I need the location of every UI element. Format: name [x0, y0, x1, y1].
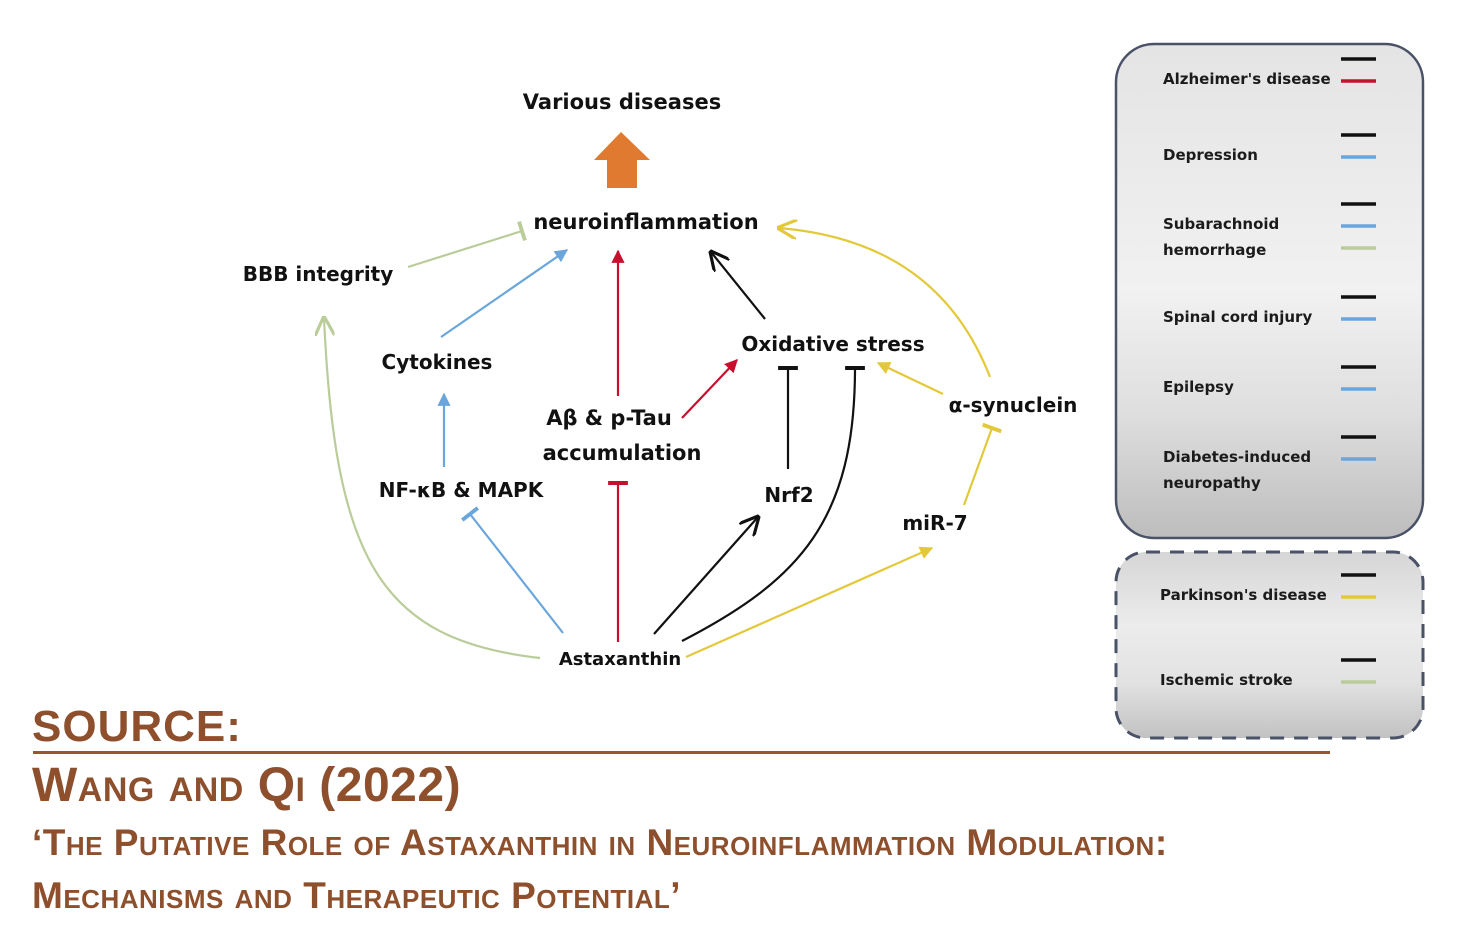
legend-label: Ischemic stroke [1160, 671, 1293, 689]
node-nrf2: Nrf2 [764, 483, 813, 507]
node-cytokines: Cytokines [382, 350, 493, 374]
edge-astaxanthin-nrf2 [653, 517, 758, 635]
legend-label: neuropathy [1163, 474, 1261, 492]
edge-astaxanthin-nfkb [460, 506, 564, 634]
legend-entry: Parkinson's disease [1160, 573, 1376, 604]
legend-label: Parkinson's disease [1160, 586, 1327, 604]
edge-oxidative-neuroinflammation [711, 252, 766, 320]
source-title-line-1: ‘The Putative Role of Astaxanthin in Neu… [32, 822, 1168, 863]
edge-mir7-synuclein [962, 422, 1002, 506]
edges [324, 220, 1002, 660]
legend-label: Diabetes-induced [1163, 448, 1311, 466]
source-heading: SOURCE: [32, 702, 242, 751]
node-astaxanthin: Astaxanthin [559, 649, 681, 670]
edge-bbb-neuroinflammation [407, 220, 527, 269]
node-bbb-integrity: BBB integrity [243, 262, 394, 286]
source-divider [33, 751, 1330, 754]
legend-entry: Subarachnoid hemorrhage [1163, 202, 1376, 259]
legend-label: hemorrhage [1163, 241, 1266, 259]
node-alpha-synuclein: α-synuclein [949, 393, 1078, 417]
legend-label: Alzheimer's disease [1163, 70, 1331, 88]
legend-label: Subarachnoid [1163, 215, 1279, 233]
legend-entry: Alzheimer's disease [1163, 57, 1376, 88]
legend-entry: Spinal cord injury [1163, 295, 1376, 326]
legend-label: Depression [1163, 146, 1258, 164]
edge-cytokines-neuroinflammation [440, 249, 569, 338]
legend-entry: Diabetes-induced neuropathy [1163, 435, 1376, 492]
legend-label: Epilepsy [1163, 378, 1234, 396]
node-abeta-ptau-line1: Aβ & p-Tau [546, 406, 672, 430]
legend-entry: Ischemic stroke [1160, 658, 1376, 689]
legend-entry: Epilepsy [1163, 365, 1376, 396]
edge-synuclein-oxidative [876, 362, 944, 395]
edge-astaxanthin-oxidative [681, 366, 865, 642]
legend-label: Spinal cord injury [1163, 308, 1312, 326]
node-mir7: miR-7 [902, 511, 967, 535]
legend-entry: Depression [1163, 133, 1376, 164]
edge-astaxanthin-bbb [324, 318, 541, 660]
source-authors: Wang and Qi (2022) [32, 759, 462, 812]
edge-abeta-oxidative [681, 359, 738, 419]
edge-synuclein-neuroinflammation [779, 228, 992, 378]
node-neuroinflammation: neuroinflammation [533, 210, 758, 234]
legend-dashed-box [1114, 550, 1425, 740]
legend-solid-group: Alzheimer's diseaseDepressionSubarachnoi… [1114, 42, 1425, 540]
node-nfkb-mapk: NF-κB & MAPK [379, 478, 545, 502]
legend-solid-box [1114, 42, 1425, 540]
orange-up-arrow-icon [594, 132, 650, 188]
node-oxidative-stress: Oxidative stress [741, 332, 924, 356]
nodes: Various diseases neuroinflammation BBB i… [243, 90, 1078, 670]
various-diseases-label: Various diseases [523, 90, 721, 114]
source-title-line-2: Mechanisms and Therapeutic Potential’ [32, 875, 682, 916]
edge-astaxanthin-mir7 [685, 546, 934, 659]
node-abeta-ptau-line2: accumulation [543, 441, 702, 465]
